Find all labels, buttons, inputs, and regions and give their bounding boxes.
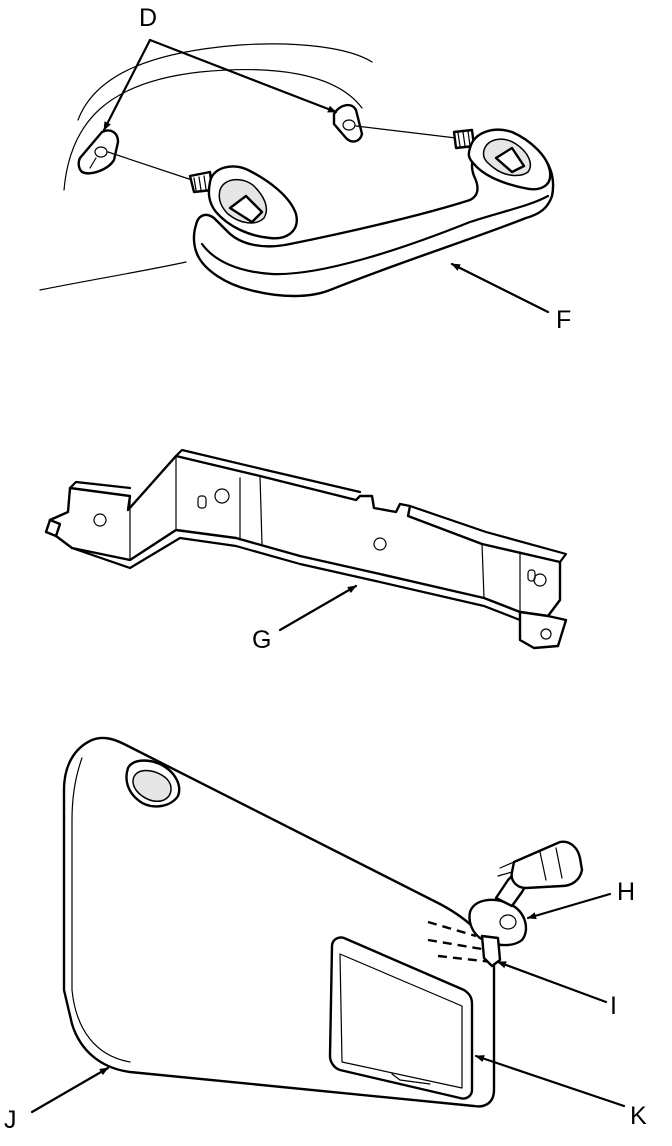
callout-label-g: G	[252, 626, 271, 654]
leader-f	[450, 262, 550, 314]
callout-label-d: D	[139, 4, 157, 32]
visor-clip-i	[480, 934, 502, 968]
leader-d-left	[102, 38, 152, 132]
callout-label-k: K	[630, 1102, 647, 1130]
alignment-line-left	[107, 151, 193, 181]
callout-label-h: H	[617, 878, 635, 906]
grab-handle-f	[192, 128, 555, 298]
clip-d-right	[332, 103, 364, 143]
leader-i	[496, 960, 608, 1004]
headliner-inner-line	[63, 68, 363, 191]
leader-g	[278, 584, 358, 632]
leader-h	[526, 892, 612, 920]
headliner-edge-line	[77, 43, 373, 121]
sun-visor-j	[62, 736, 496, 1108]
bracket-g	[44, 448, 568, 650]
sun-visor-section: H I J K	[4, 736, 647, 1134]
callout-label-f: F	[556, 306, 571, 334]
headliner-lower-line	[39, 261, 187, 291]
leader-k	[474, 1054, 626, 1108]
bracket-section: G	[44, 448, 568, 654]
leader-d-right	[148, 38, 338, 114]
grab-handle-section: D F	[39, 4, 571, 334]
visor-pivot-h	[468, 840, 584, 947]
alignment-line-right	[355, 125, 457, 139]
callout-label-i: I	[610, 992, 617, 1020]
clip-d-left	[77, 129, 120, 175]
leader-j	[30, 1066, 110, 1114]
callout-label-j: J	[4, 1106, 17, 1134]
